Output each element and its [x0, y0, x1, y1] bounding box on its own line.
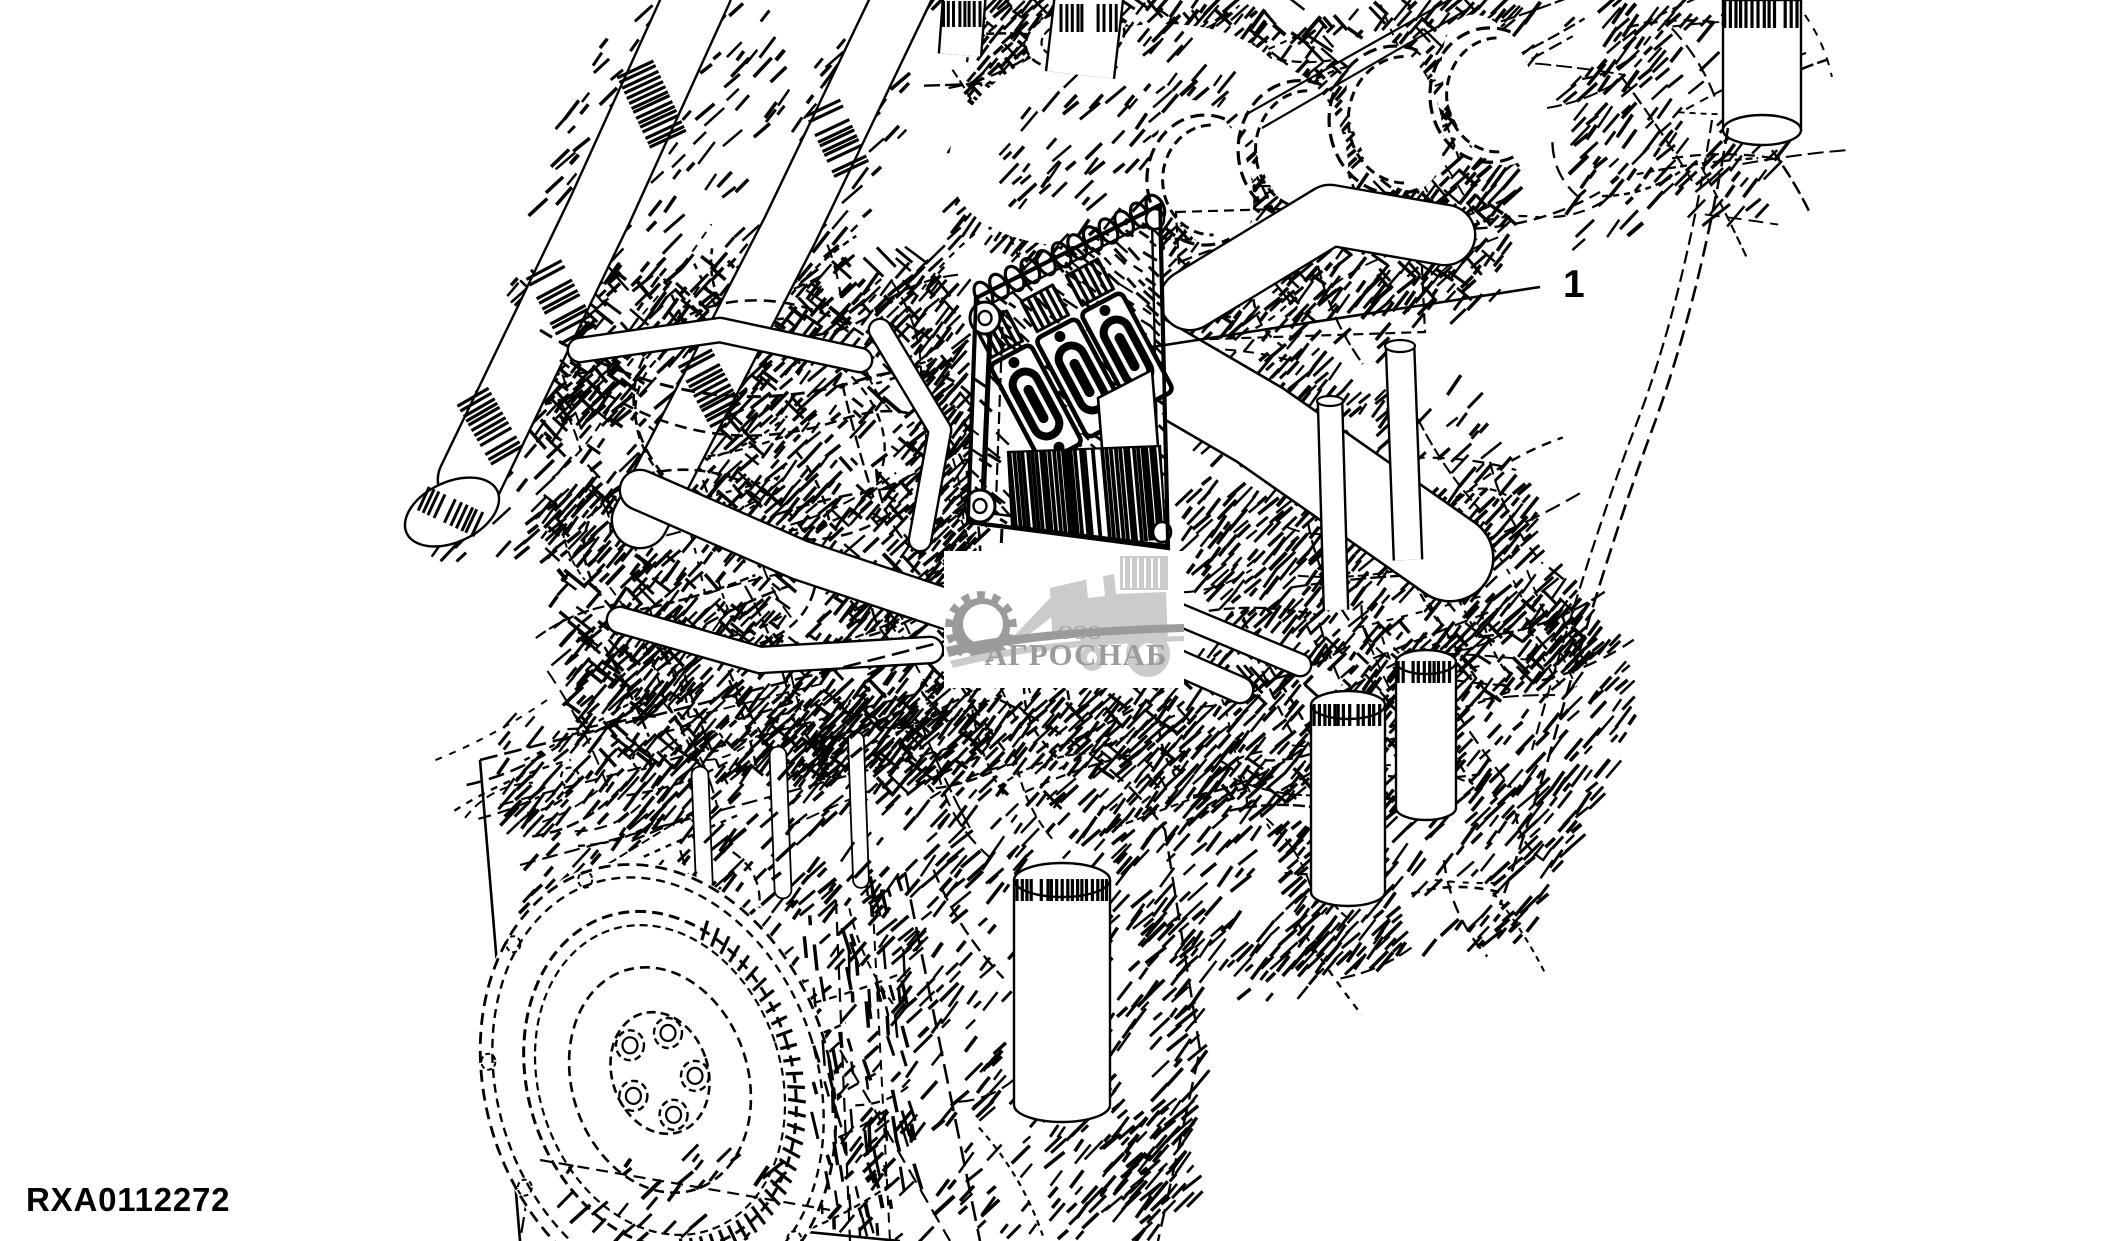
svg-text:АГРОСНАБ: АГРОСНАБ — [985, 637, 1168, 672]
svg-text:1: 1 — [1563, 263, 1585, 306]
svg-text:ООО: ООО — [1058, 622, 1101, 644]
svg-text:RXA0112272: RXA0112272 — [26, 1181, 230, 1218]
